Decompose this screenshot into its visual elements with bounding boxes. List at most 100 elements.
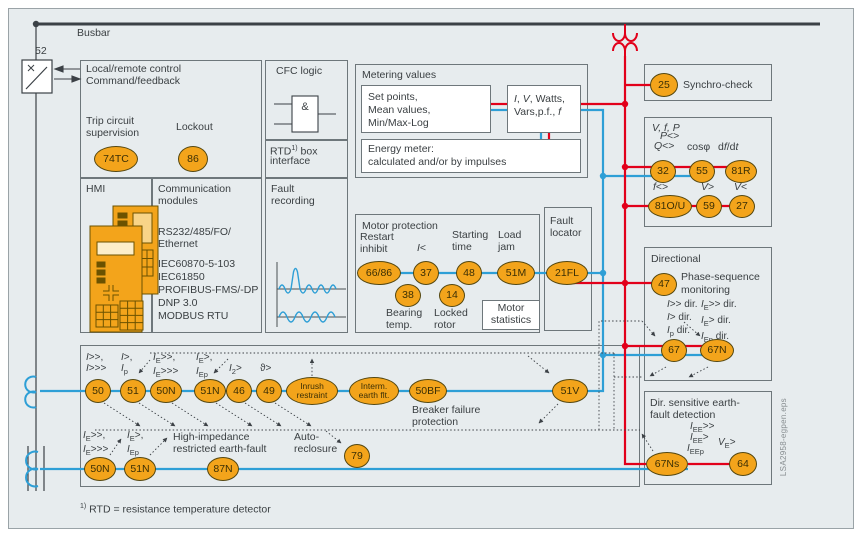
synchro-check-block bbox=[644, 64, 772, 101]
starting-time-label2: time bbox=[452, 241, 472, 253]
comm-title2: modules bbox=[158, 195, 198, 207]
feeder-line bbox=[27, 24, 45, 491]
ansi-oval-50n-earth: 50N bbox=[84, 457, 116, 481]
auto-reclosure-label: Auto- bbox=[294, 431, 320, 443]
vfp-title: V, f, P bbox=[652, 122, 680, 134]
vfp-block bbox=[644, 117, 772, 227]
ansi-oval-37: 37 bbox=[413, 261, 439, 285]
protocol-item: PROFIBUS-FMS/-DP bbox=[158, 284, 259, 296]
comm-title: Communication bbox=[158, 183, 231, 195]
iv-watts-box bbox=[507, 85, 581, 133]
ansi-oval-38: 38 bbox=[395, 284, 421, 307]
control-block bbox=[80, 60, 262, 178]
label-51: I>,Ip bbox=[121, 352, 133, 376]
comm-physical: RS232/485/FO/ bbox=[158, 226, 231, 238]
fault-recording-title: Fault bbox=[271, 183, 295, 195]
iee-g-label: IEE> bbox=[690, 432, 709, 445]
lockout-label: Lockout bbox=[176, 121, 213, 133]
ansi-oval-81r: 81R bbox=[725, 160, 757, 183]
breaker-failure-label: Breaker failure bbox=[412, 404, 481, 416]
motor-title: Motor protection bbox=[362, 220, 438, 232]
energy-meter-line: Energy meter: bbox=[368, 143, 434, 155]
set-points-box bbox=[361, 85, 491, 133]
ansi-oval-49: 49 bbox=[256, 379, 282, 403]
set-points-line: Mean values, bbox=[368, 104, 431, 116]
fault-recording-block bbox=[265, 178, 348, 333]
synchro-check-label: Synchro-check bbox=[683, 79, 753, 91]
phase-sequence-label2: monitoring bbox=[681, 284, 731, 296]
trip-supervision-label: Trip circuit bbox=[86, 115, 135, 127]
waveform-icon bbox=[276, 262, 346, 327]
ansi-oval-14: 14 bbox=[439, 284, 465, 307]
label-50: I>>,I>>> bbox=[86, 352, 107, 374]
load-jam-label2: jam bbox=[498, 241, 515, 253]
ansi-oval-27: 27 bbox=[729, 195, 755, 218]
metering-title: Metering values bbox=[362, 69, 437, 81]
ansi-oval-51m: 51M bbox=[497, 261, 535, 285]
ieep-label: IEEp bbox=[687, 443, 704, 456]
label-51n: IE>,IEp bbox=[196, 352, 213, 379]
protocol-item: IEC60870-5-103 bbox=[158, 258, 236, 270]
circuit-breaker-icon bbox=[21, 59, 53, 94]
iv-watts-line: I, V, Watts, bbox=[514, 93, 565, 105]
undercurrent-label: I< bbox=[417, 242, 427, 254]
energy-meter-box bbox=[361, 139, 581, 173]
ansi-oval-51v: 51V bbox=[552, 379, 588, 403]
high-impedance-label2: restricted earth-fault bbox=[173, 443, 267, 455]
protocol-item: MODBUS RTU bbox=[158, 310, 229, 322]
ct-icon bbox=[24, 375, 37, 409]
v-under-label: V< bbox=[734, 181, 748, 193]
ansi-oval-50: 50 bbox=[85, 379, 111, 403]
ansi-oval-81ou: 81O/U bbox=[648, 195, 692, 218]
ansi-oval-46: 46 bbox=[226, 379, 252, 403]
directional-title: Directional bbox=[651, 253, 701, 265]
ansi-oval-87n: 87N bbox=[207, 457, 239, 481]
fault-locator-title2: locator bbox=[550, 227, 582, 239]
ansi-oval-48: 48 bbox=[456, 261, 482, 285]
label-46: I2> bbox=[229, 363, 242, 376]
core-balance-ct-icon bbox=[25, 450, 39, 488]
energy-meter-line2: calculated and/or by impulses bbox=[368, 156, 507, 168]
ansi-oval-67n: 67N bbox=[700, 339, 734, 362]
directional-block bbox=[644, 247, 772, 381]
dir-sensitive-title: Dir. sensitive earth- bbox=[650, 397, 740, 409]
label-49: ϑ> bbox=[260, 363, 272, 374]
ve-label: VE> bbox=[718, 437, 736, 450]
dfdt-label: df/dt bbox=[718, 141, 739, 153]
footnote: 1) RTD = resistance temperature detector bbox=[80, 503, 271, 516]
locked-rotor-label2: rotor bbox=[434, 319, 456, 331]
busbar-line bbox=[32, 20, 820, 28]
and-gate-icon: & bbox=[274, 95, 336, 133]
label-50n-earth: IE>>,IE>>> bbox=[83, 430, 109, 457]
ansi-oval-21fl: 21FL bbox=[546, 261, 588, 285]
ansi-oval-59: 59 bbox=[696, 195, 722, 218]
watermark-filename: LSA2958-egpen.eps bbox=[779, 398, 788, 477]
ansi-oval-6686: 66/86 bbox=[357, 261, 401, 285]
cfc-title: CFC logic bbox=[276, 65, 323, 77]
q-range-label: Q<> bbox=[654, 140, 675, 152]
p-range-label: P<> bbox=[660, 130, 680, 142]
phase-sequence-label: Phase-sequence bbox=[681, 271, 760, 283]
restart-inhibit-label: Restart bbox=[360, 231, 394, 243]
ansi-oval-51n-earth: 51N bbox=[124, 457, 156, 481]
dir-sensitive-title2: fault detection bbox=[650, 409, 716, 421]
busbar-label: Busbar bbox=[77, 27, 111, 39]
trip-supervision-label2: supervision bbox=[86, 127, 140, 139]
svg-text:&: & bbox=[301, 101, 309, 113]
iv-watts-line2: Vars,p.f., f bbox=[514, 106, 562, 118]
ansi-oval-67: 67 bbox=[661, 339, 687, 362]
fault-locator-block bbox=[544, 207, 592, 331]
protocol-item: IEC61850 bbox=[158, 271, 205, 283]
set-points-line: Min/Max-Log bbox=[368, 117, 429, 129]
ansi-oval-47: 47 bbox=[651, 273, 677, 296]
bearing-temp-label2: temp. bbox=[386, 319, 413, 331]
iee-gg-label: IEE>> bbox=[690, 421, 715, 434]
hmi-title: HMI bbox=[86, 183, 106, 195]
ansi-oval-55: 55 bbox=[689, 160, 715, 183]
control-line2: Command/feedback bbox=[86, 75, 180, 87]
v-over-label: V> bbox=[701, 181, 715, 193]
label-51n-earth: IE>,IEp bbox=[127, 430, 144, 457]
set-points-line: Set points, bbox=[368, 91, 418, 103]
